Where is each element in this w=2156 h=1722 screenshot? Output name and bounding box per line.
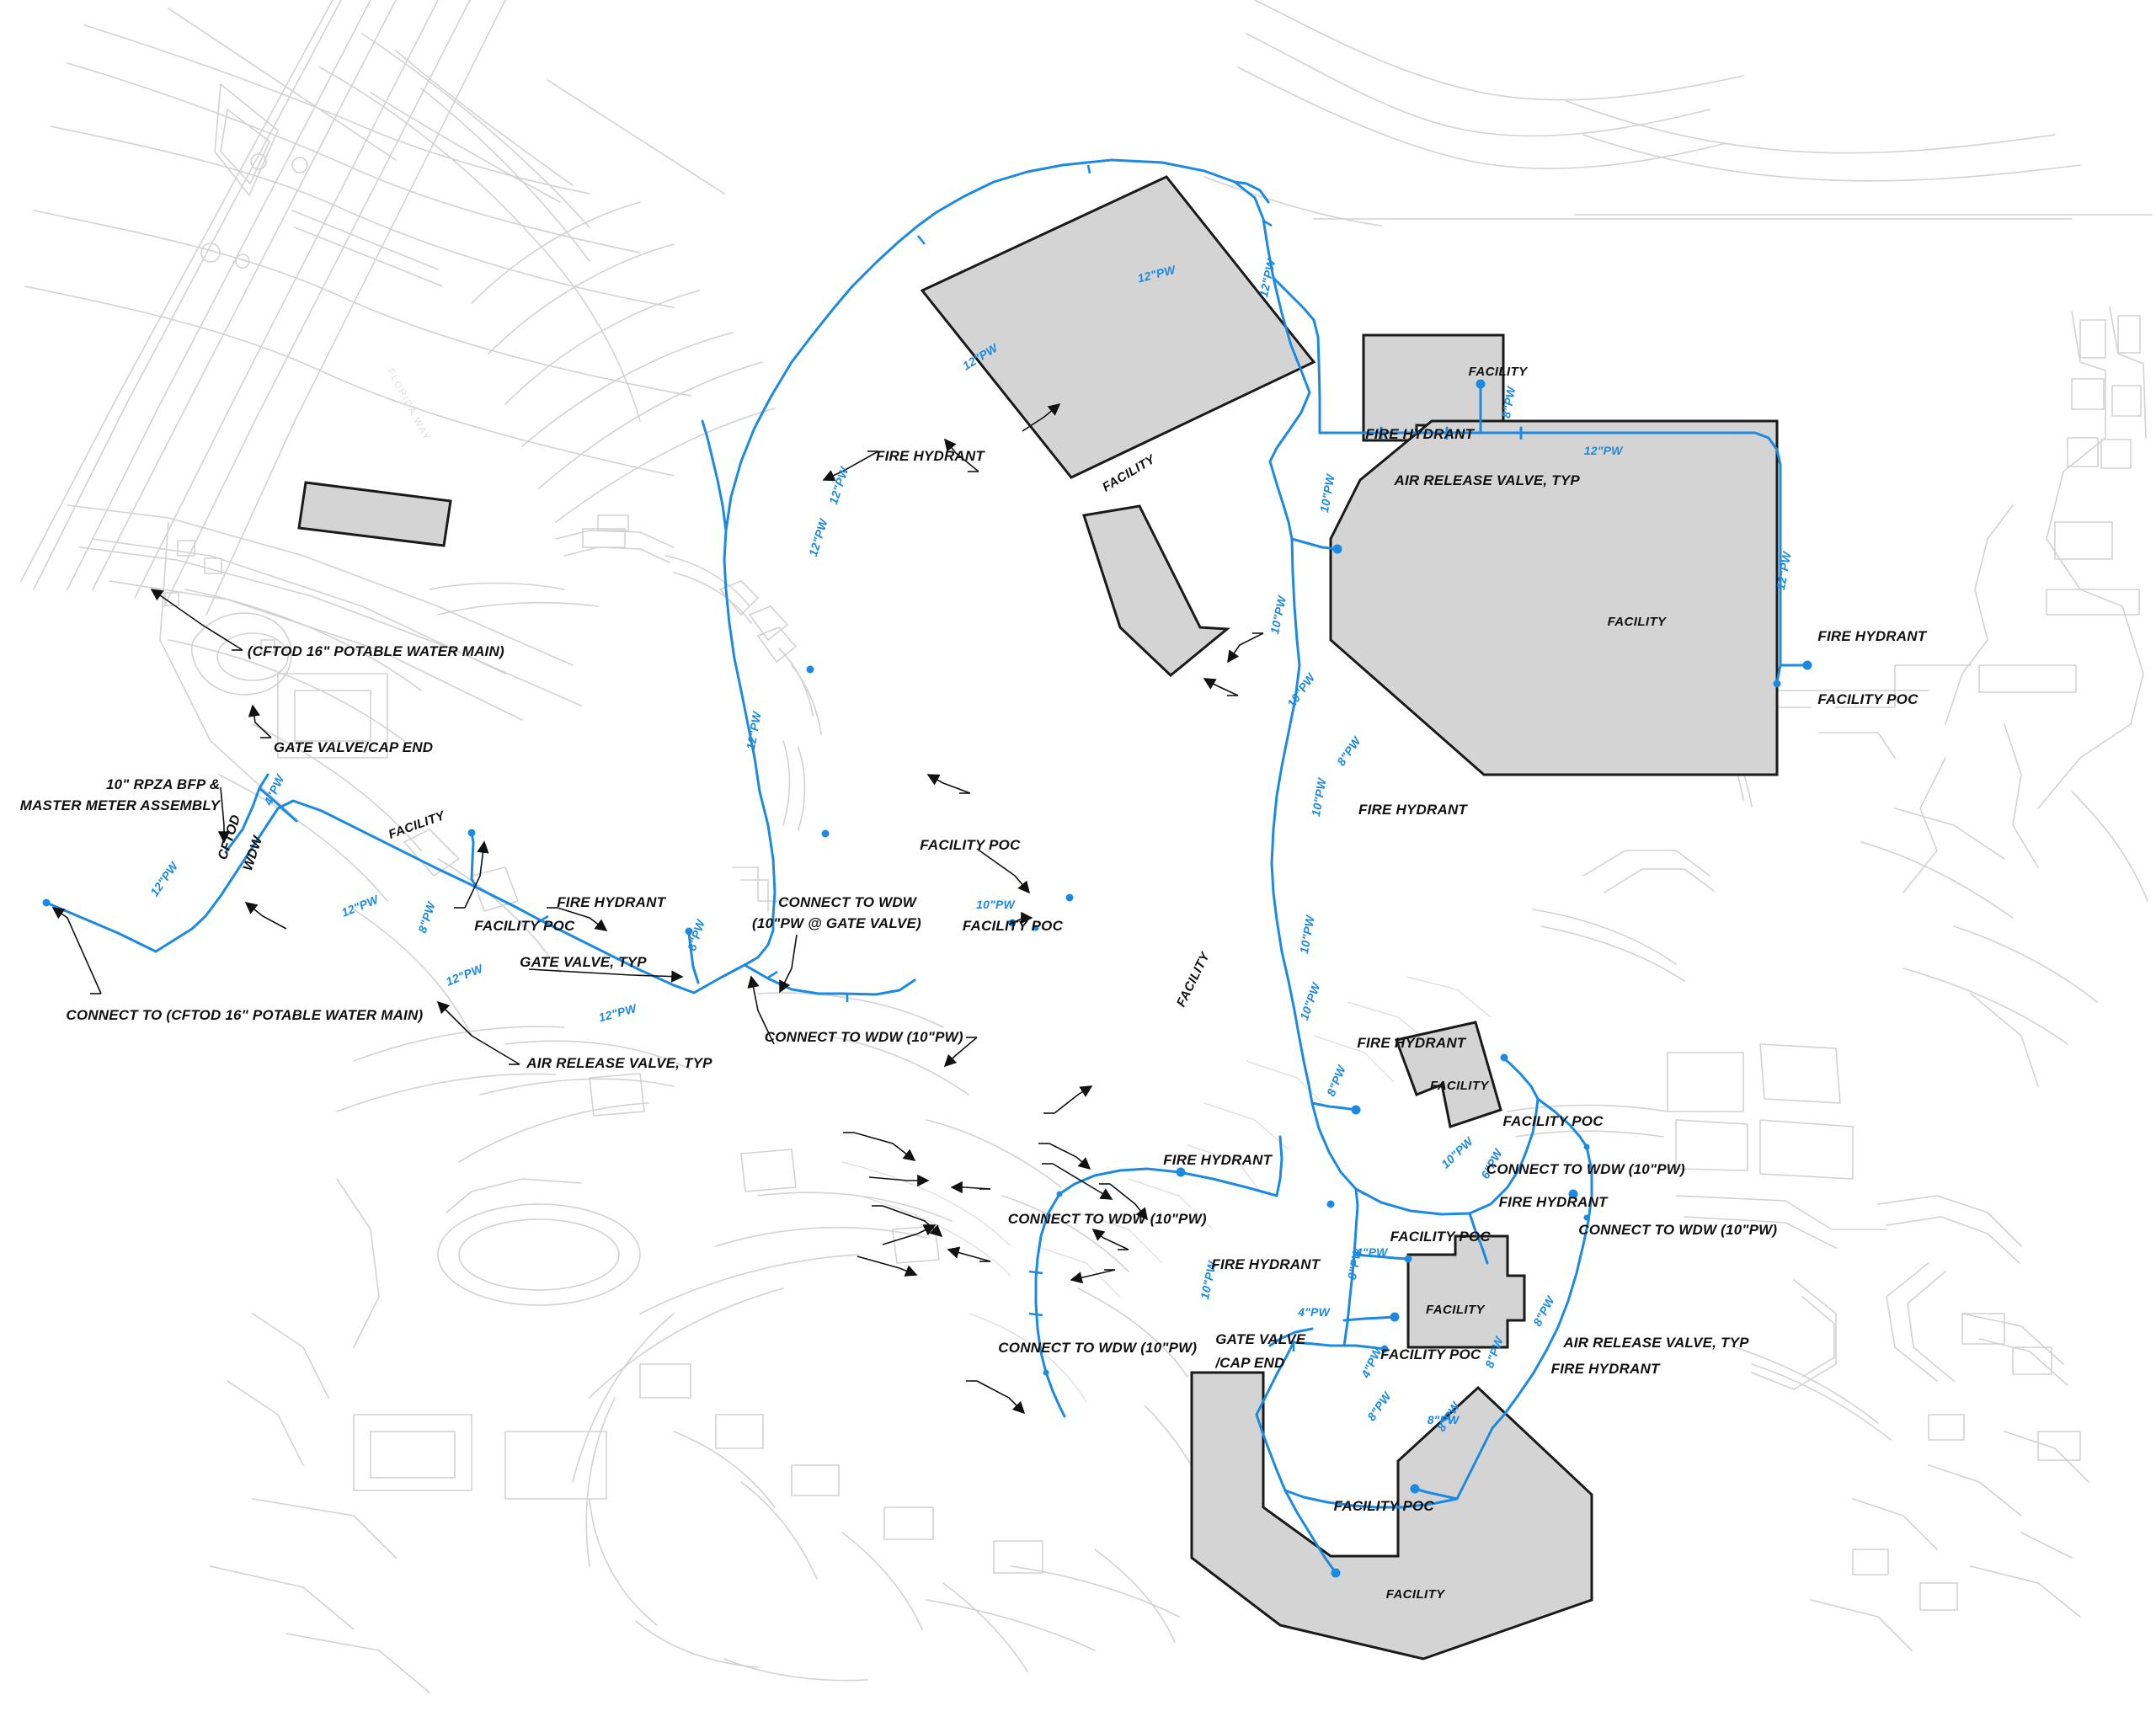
facility-building-3 [1329, 419, 1779, 776]
facility-label: FACILITY [1468, 364, 1528, 379]
facility-building-6 [1394, 1021, 1502, 1128]
annotation-a33: FACILITY POC [1380, 1346, 1481, 1363]
annotation-a02: GATE VALVE/CAP END [273, 739, 434, 756]
facility-label: FACILITY [1426, 1303, 1485, 1318]
pipe-size-label: 4"PW [1355, 1245, 1388, 1259]
annotation-a30: CONNECT TO WDW (10"PW) [998, 1340, 1198, 1357]
annotation-a10: CONNECT TO WDW (10"PW) [764, 1029, 963, 1046]
annotation-a29: FIRE HYDRANT [1211, 1256, 1321, 1272]
annotation-a05: CONNECT TO (CFTOD 16" POTABLE WATER MAIN… [66, 1007, 424, 1024]
pipe-size-label: 8"PW [1427, 1412, 1460, 1426]
annotation-a22: FACILITY POC [1502, 1112, 1604, 1129]
facility-label: FACILITY [1607, 614, 1667, 629]
facility-building-2 [1362, 333, 1505, 442]
annotation-a35: FIRE HYDRANT [1550, 1360, 1660, 1377]
annotation-a17: AIR RELEASE VALVE, TYP [1394, 472, 1580, 489]
annotation-a15: FIRE HYDRANT [876, 448, 985, 465]
annotation-a19: FACILITY POC [1817, 690, 1919, 707]
annotation-a16: FIRE HYDRANT [1365, 425, 1475, 442]
facility-building-5 [1082, 504, 1230, 678]
annotation-a34: AIR RELEASE VALVE, TYP [1563, 1334, 1749, 1351]
annotation-a31: GATE VALVE [1215, 1331, 1306, 1348]
annotation-a11: CONNECT TO WDW [778, 894, 917, 911]
annotation-a03: 10" RPZA BFP & [105, 776, 221, 793]
annotation-a18: FIRE HYDRANT [1817, 627, 1927, 644]
facility-label: FACILITY [1385, 1587, 1445, 1602]
annotation-a25: CONNECT TO WDW (10"PW) [1578, 1221, 1778, 1238]
annotation-a12: (10"PW @ GATE VALVE) [752, 914, 921, 931]
annotation-a27: FIRE HYDRANT [1163, 1151, 1273, 1168]
facility-building-4 [297, 481, 452, 547]
facility-label: FACILITY [1429, 1079, 1489, 1094]
annotation-a28: CONNECT TO WDW (10"PW) [1007, 1210, 1207, 1227]
annotation-a04: MASTER METER ASSEMBLY [19, 797, 221, 813]
annotation-a20: FIRE HYDRANT [1358, 801, 1468, 818]
annotation-a01: (CFTOD 16" POTABLE WATER MAIN) [247, 642, 504, 659]
annotation-a06: FACILITY POC [474, 918, 575, 935]
pipe-size-label: 12"PW [1583, 444, 1623, 458]
pipe-size-label: 4"PW [1298, 1305, 1330, 1319]
annotation-a09: AIR RELEASE VALVE, TYP [526, 1055, 712, 1072]
facility-building-7 [1406, 1234, 1526, 1349]
annotation-a26: FACILITY POC [1390, 1229, 1491, 1245]
annotation-a36: FACILITY POC [1333, 1497, 1434, 1514]
facility-building-1 [920, 175, 1316, 479]
pipe-size-label: 10"PW [976, 897, 1015, 911]
annotation-a21: FIRE HYDRANT [1357, 1034, 1466, 1051]
annotation-a08: GATE VALVE, TYP [520, 953, 647, 970]
annotation-a13: FACILITY POC [920, 836, 1021, 853]
annotation-a07: FIRE HYDRANT [557, 894, 666, 911]
annotation-a14: FACILITY POC [962, 918, 1064, 935]
facility-building-8 [1190, 1371, 1593, 1661]
annotation-a32: /CAP END [1215, 1355, 1285, 1372]
annotation-a23: CONNECT TO WDW (10"PW) [1486, 1161, 1685, 1178]
annotation-a24: FIRE HYDRANT [1498, 1194, 1608, 1211]
